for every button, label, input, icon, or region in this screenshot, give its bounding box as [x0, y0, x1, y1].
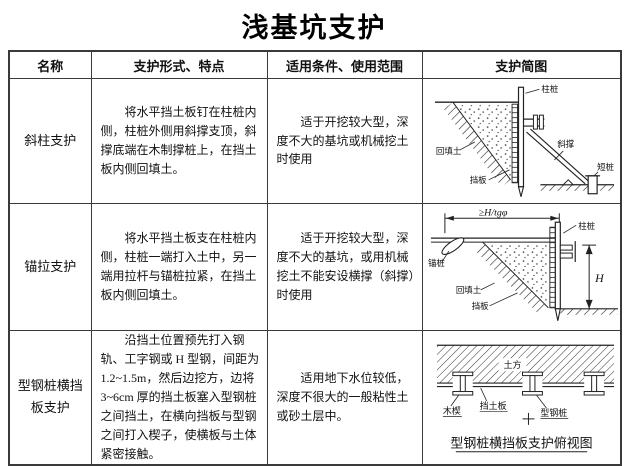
row1-sketch-cell: 柱桩 回填土 斜撑 挡板 短桩	[421, 78, 622, 204]
header-feature: 支护形式、特点	[90, 50, 268, 79]
board-label: 挡土板	[479, 400, 506, 411]
row3-condition-text: 适用地下水位较低，深度不很大的一般粘性土或砂土层中。	[276, 370, 409, 423]
short-pile	[587, 174, 598, 194]
backfill-label: 回填土	[436, 145, 461, 155]
soil-label: 土方	[503, 359, 521, 370]
table-row: 斜柱支护 将水平挡土板钉在柱桩内侧，柱桩外侧用斜撑支顶，斜撑底端在木制撑桩上，在…	[8, 78, 622, 204]
row2-name: 锚拉支护	[8, 203, 92, 331]
support-table: 名称 支护形式、特点 适用条件、使用范围 支护简图 斜柱支护 将水平挡土板钉在柱…	[8, 50, 622, 466]
row2-sketch-cell: ≥H/tgφ	[421, 203, 622, 331]
row2-feature-cell: 将水平挡土板支在柱桩内侧，柱桩一端打入土中，另一端用拉杆与锚桩拉紧，在挡土板内侧…	[90, 203, 268, 331]
board-stack	[549, 226, 556, 308]
row2-feature-text: 将水平挡土板支在柱桩内侧，柱桩一端打入土中，另一端用拉杆与锚桩拉紧，在挡土板内侧…	[100, 231, 257, 302]
backfill-dots	[455, 103, 513, 180]
document-page: 浅基坑支护 名称 支护形式、特点 适用条件、使用范围 支护简图 斜柱支护 将水平…	[0, 6, 628, 466]
page-title: 浅基坑支护	[241, 13, 387, 43]
pile-label: 柱桩	[578, 221, 595, 231]
row2-condition-text: 适于开挖较大型，深度不大的基坑，或用机械挖土不能安设横撑（斜撑）时使用	[276, 231, 415, 302]
wedge-label: 木楔	[443, 405, 461, 416]
table-row: 锚拉支护 将水平挡土板支在柱桩内侧，柱桩一端打入土中，另一端用拉杆与锚桩拉紧，在…	[8, 203, 622, 331]
steel-pile-section	[452, 371, 473, 396]
steel-pile-board-plan-diagram: 土方	[436, 344, 614, 453]
inclined-column-support-diagram: 柱桩 回填土 斜撑 挡板 短桩	[434, 84, 614, 197]
column-pile	[554, 221, 561, 309]
brace-label: 斜撑	[557, 138, 574, 148]
row3-sketch-cell: 土方	[421, 329, 622, 466]
header-name: 名称	[8, 50, 92, 79]
sketch-caption: 型钢桩横挡板支护俯视图	[450, 436, 592, 451]
anchor-tie-support-diagram: ≥H/tgφ	[428, 207, 618, 321]
row1-name: 斜柱支护	[8, 78, 92, 204]
header-row: 名称 支护形式、特点 适用条件、使用范围 支护简图	[8, 50, 622, 79]
backfill-label: 回填土	[456, 284, 481, 294]
row3-feature-text: 沿挡土位置预先打入钢轨、工字钢或 H 型钢，间距为1.2~1.5m，然后边挖方，…	[100, 333, 260, 461]
anchor-label: 锚桩	[428, 258, 445, 268]
board-label: 挡板	[472, 300, 489, 310]
board-label: 挡板	[470, 174, 487, 184]
table-row: 型钢桩横挡板支护 沿挡土位置预先打入钢轨、工字钢或 H 型钢，间距为1.2~1.…	[8, 329, 622, 466]
steel-pile-section	[583, 371, 605, 396]
steel-pile-section	[521, 371, 543, 396]
row3-condition-cell: 适用地下水位较低，深度不很大的一般粘性土或砂土层中。	[266, 329, 423, 466]
row1-feature-cell: 将水平挡土板钉在柱桩内侧，柱桩外侧用斜撑支顶，斜撑底端在木制撑桩上，在挡土板内侧…	[90, 78, 268, 204]
header-condition: 适用条件、使用范围	[266, 50, 423, 79]
row1-feature-text: 将水平挡土板钉在柱桩内侧，柱桩外侧用斜撑支顶，斜撑底端在木制撑桩上，在挡土板内侧…	[100, 105, 257, 176]
steel-pile-label: 型钢桩	[540, 407, 567, 418]
header-sketch: 支护简图	[421, 50, 622, 79]
row1-condition-cell: 适于开挖较大型，深度不大的基坑或机械挖土时使用	[266, 78, 423, 204]
short-pile-label: 短桩	[597, 161, 614, 171]
backfill-dots	[485, 243, 551, 307]
row2-condition-cell: 适于开挖较大型，深度不大的基坑，或用机械挖土不能安设横撑（斜撑）时使用	[266, 203, 423, 331]
pile-label: 柱桩	[541, 84, 558, 94]
slope-hatch	[473, 241, 549, 315]
board-stack	[511, 103, 518, 183]
row3-name: 型钢桩横挡板支护	[8, 329, 92, 466]
column-pile	[517, 86, 524, 187]
row3-feature-cell: 沿挡土位置预先打入钢轨、工字钢或 H 型钢，间距为1.2~1.5m，然后边挖方，…	[90, 329, 268, 466]
height-label: H	[594, 270, 605, 284]
dim-label: ≥H/tgφ	[478, 207, 507, 218]
anchor-pile	[441, 236, 465, 255]
row1-condition-text: 适于开挖较大型，深度不大的基坑或机械挖土时使用	[276, 114, 409, 167]
slope-hatch	[443, 101, 511, 187]
